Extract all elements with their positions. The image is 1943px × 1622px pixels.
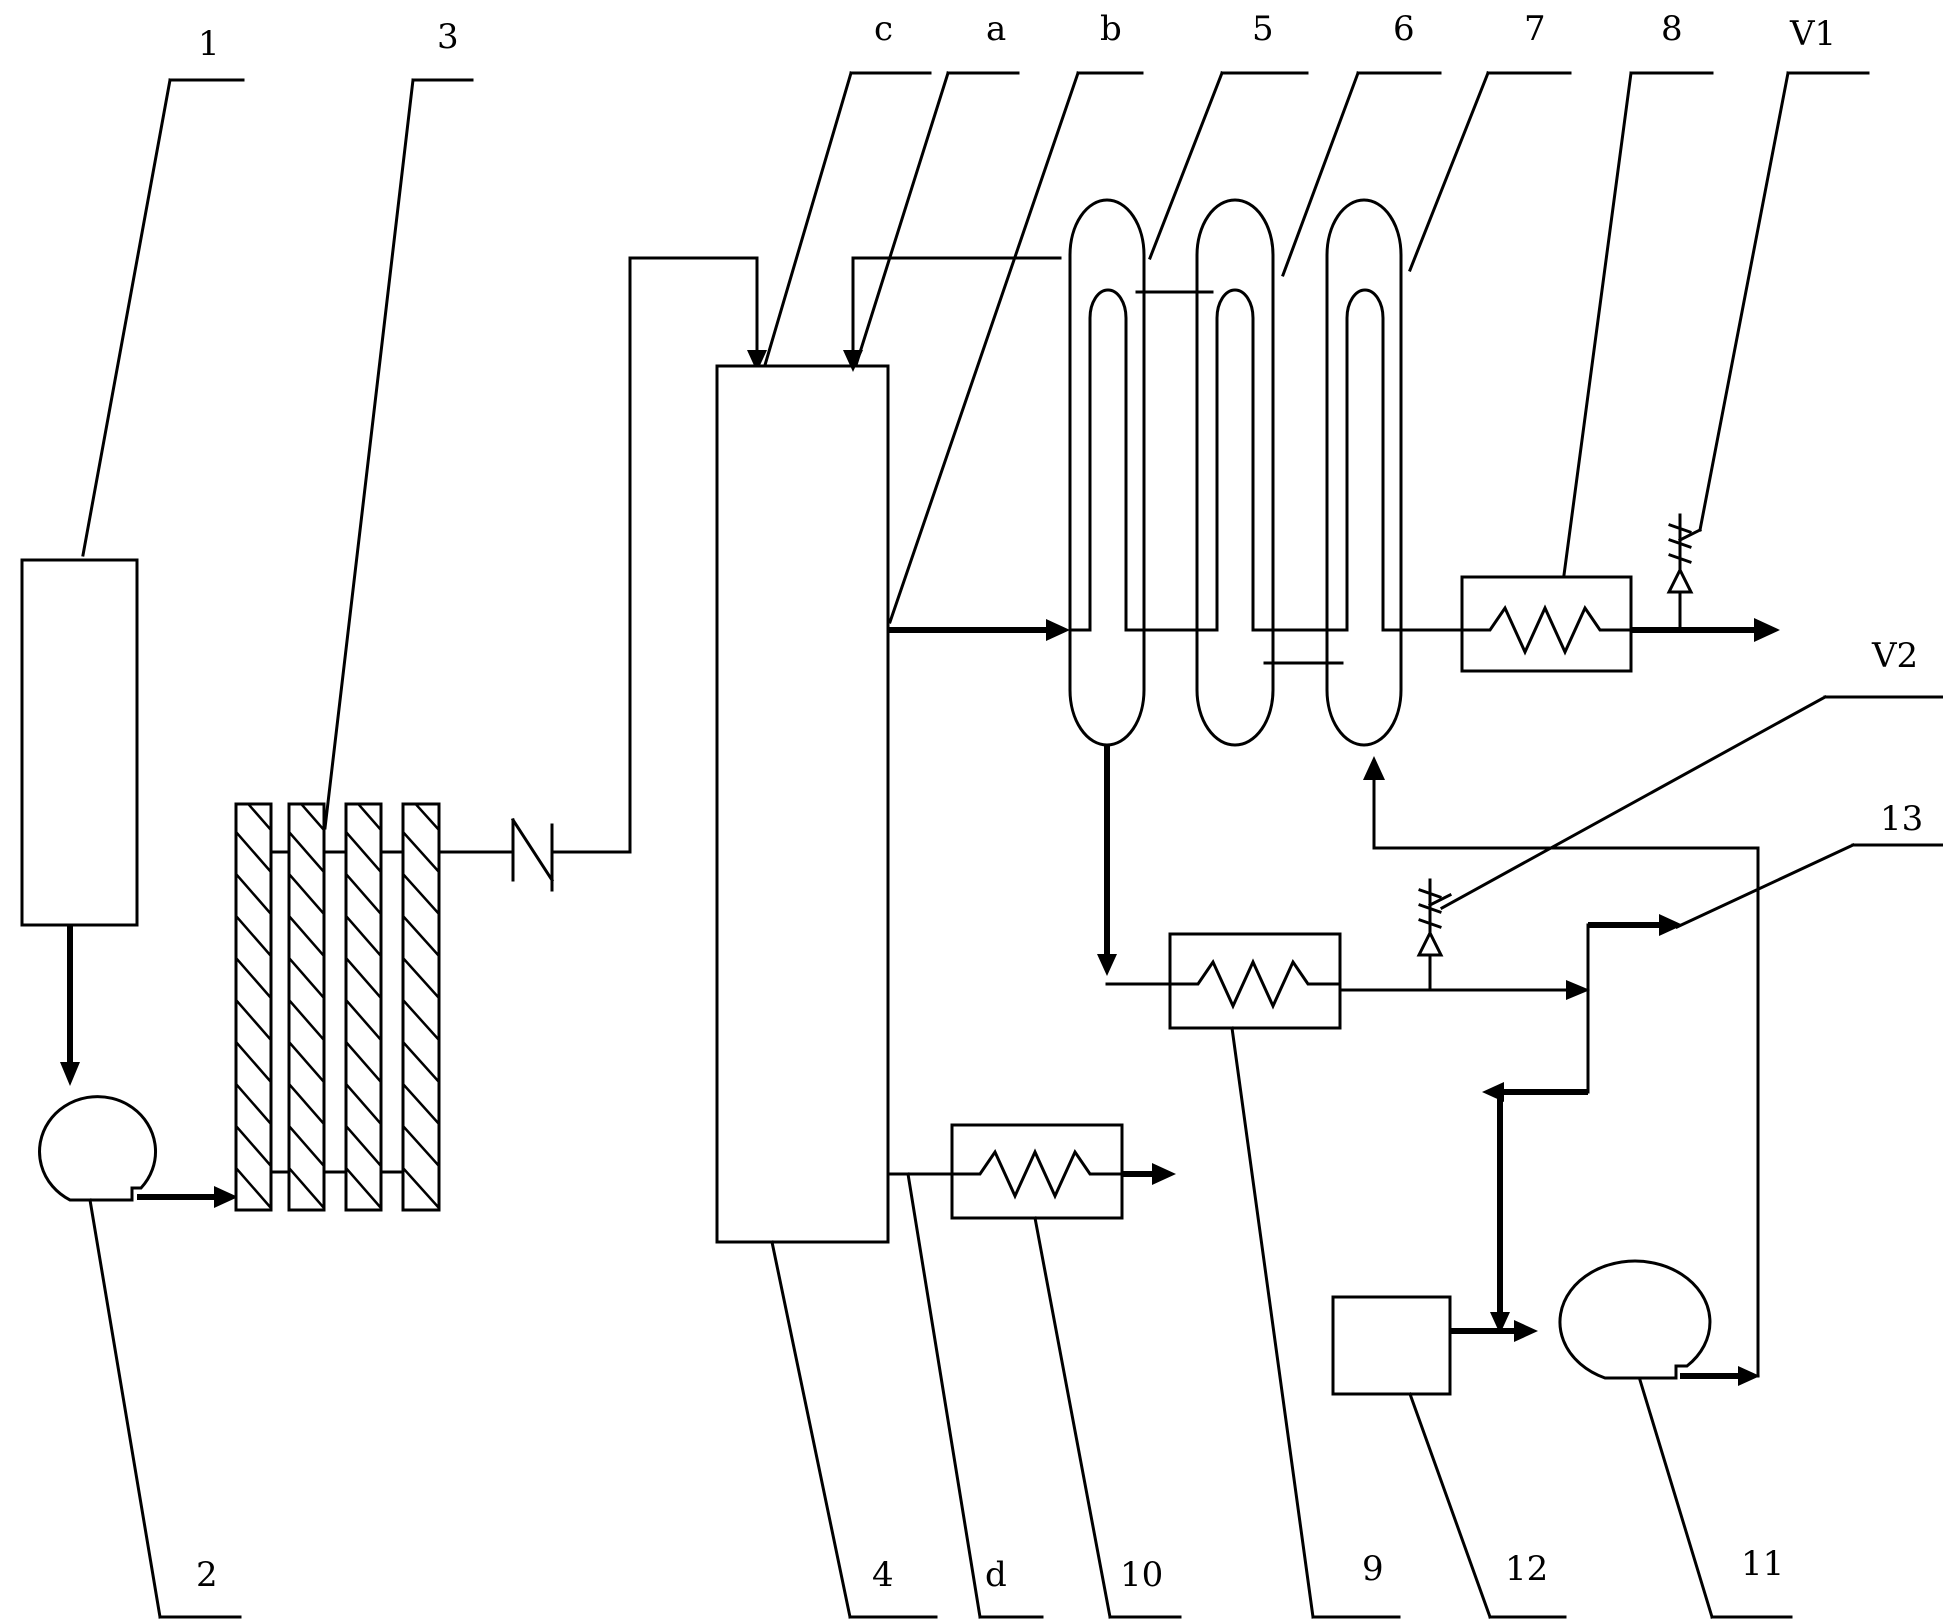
arrow-right-icon [1566, 980, 1590, 1000]
label-6: 6 [1393, 9, 1415, 49]
arrow-right-icon [1738, 1366, 1760, 1386]
exchanger-6 [1195, 198, 1275, 747]
arrow-down-icon [747, 350, 767, 372]
arrow-down-icon [60, 1062, 80, 1086]
pump-11 [1558, 1259, 1712, 1380]
arrow-up-icon [1363, 756, 1385, 780]
labels: 1 3 c a b 5 6 7 8 V1 V2 13 2 4 d 10 9 12… [196, 9, 1923, 1595]
feed-pump-2 [38, 1095, 158, 1202]
vent-valve-v1 [1666, 513, 1703, 632]
label-a: a [986, 9, 1006, 49]
label-2: 2 [196, 1555, 218, 1595]
label-7: 7 [1524, 9, 1546, 49]
label-v1: V1 [1789, 14, 1836, 54]
pipe-return-to-7 [1372, 778, 1760, 1378]
feed-tank-1 [20, 558, 139, 927]
label-10: 10 [1120, 1555, 1163, 1595]
label-9: 9 [1362, 1549, 1384, 1589]
cooler-10 [950, 1123, 1124, 1220]
arrow-right-icon [214, 1186, 238, 1208]
label-v2: V2 [1871, 636, 1918, 676]
leader-lines [81, 71, 1943, 1619]
makeup-tank-12 [1331, 1295, 1452, 1396]
arrow-right-icon [1152, 1163, 1176, 1185]
label-c: c [874, 9, 893, 49]
cooler-8 [1460, 575, 1633, 673]
coil-icon [1170, 958, 1340, 1010]
label-d: d [985, 1555, 1007, 1595]
pipe-reflux-a [851, 256, 1062, 357]
arrow-down-icon [1097, 954, 1117, 976]
column-bank-3 [234, 802, 441, 1212]
cooler-9 [1168, 932, 1342, 1030]
tower-4 [715, 364, 890, 1244]
label-8: 8 [1661, 9, 1683, 49]
label-5: 5 [1252, 9, 1274, 49]
label-11: 11 [1741, 1544, 1784, 1584]
label-12: 12 [1505, 1549, 1548, 1589]
label-13: 13 [1880, 799, 1923, 839]
label-4: 4 [872, 1555, 894, 1595]
arrow-left-icon [1482, 1082, 1504, 1102]
label-b: b [1100, 9, 1122, 49]
pipe-to-inlet-c [550, 256, 759, 854]
arrow-down-icon [1490, 1312, 1510, 1334]
arrow-right-icon [1754, 618, 1780, 642]
vent-valve-v2 [1416, 878, 1453, 992]
arrow-right-icon [1514, 1320, 1538, 1342]
exchanger-7 [1325, 198, 1403, 747]
arrow-right-icon [1659, 914, 1683, 936]
coil-icon [952, 1148, 1122, 1200]
coil-icon [1462, 604, 1631, 656]
check-valve-icon [510, 817, 555, 892]
label-3: 3 [437, 17, 459, 57]
exchanger-5 [1068, 198, 1146, 747]
label-1: 1 [198, 24, 220, 64]
arrow-right-icon [1046, 619, 1070, 641]
